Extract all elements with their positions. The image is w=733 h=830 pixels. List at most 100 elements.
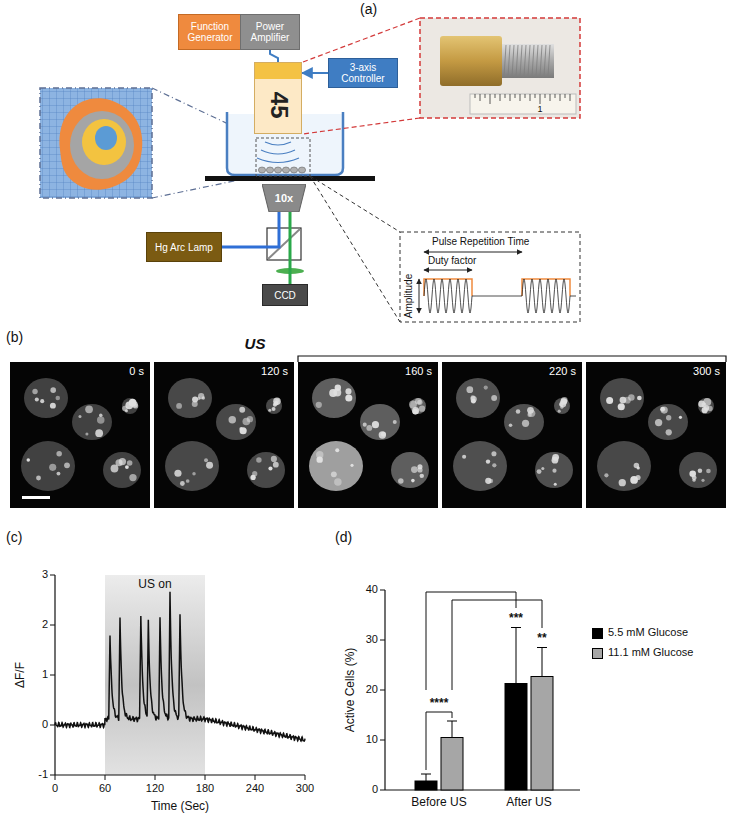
axis-tick [380,640,385,641]
error-cap [421,774,431,775]
fluorescent-spot [372,421,379,428]
axis-tick [380,590,385,591]
islet-cell [360,404,400,440]
culture-dish [261,150,295,154]
error-bar [426,774,427,781]
thread-line [520,45,522,77]
contour-zoom [70,111,134,179]
panel-label: (b) [6,330,23,344]
axis-title: ΔF/F [14,662,26,688]
fluorescent-spot [412,407,419,414]
stimulus-label: US [245,336,266,351]
fluorescent-spot [411,466,418,473]
error-cap [511,627,521,628]
significance-mark: **** [430,697,449,709]
tick-label: 30 [366,634,378,645]
trace-chart [50,575,305,780]
connector [222,212,279,247]
thread-line [548,45,550,77]
panel-label: (d) [335,530,352,544]
significance-mark: *** [509,612,523,624]
axis-tick [305,775,306,780]
fluorescent-spot [268,409,271,412]
tick-label: 0 [52,783,58,794]
fluorescent-spot [637,396,642,401]
fluorescent-spot [666,429,672,435]
fluorescent-spot [655,419,662,426]
fluorescent-spot [273,462,279,468]
legend-label: 5.5 mM Glucose [608,627,688,638]
fluorescent-spot [32,389,37,394]
fluorescent-spot [419,405,425,411]
node-label: 45 [265,92,291,119]
islet-cell [679,452,717,488]
axis-tick [380,690,385,691]
micrograph-background [10,362,150,508]
islet-cell [309,441,363,491]
photo-leader-line [303,118,420,134]
legend-swatch [592,648,603,659]
fluorescent-spot [49,464,56,471]
axis-tick [55,775,56,780]
fluorescent-spot [186,479,190,483]
trace-chart [55,774,305,775]
stimulus-label: US on [138,578,171,590]
fluorescent-spot [275,399,279,403]
category-label: Before US [411,796,466,808]
thread-line [540,45,542,77]
transducer: 45 [254,62,302,134]
fluorescent-spot [268,466,272,470]
fluorescent-spot [411,479,415,483]
axis-title: Amplitude [404,274,414,318]
tick-label: 40 [366,584,378,595]
fluorescent-spot [698,468,703,473]
islet-cell [554,398,570,414]
axis-tick [380,790,385,791]
fluorescent-spot [56,451,62,457]
optical-path [267,228,301,260]
node-label: 3-axis Controller [333,62,393,84]
pulse-inset [424,252,522,253]
fluorescence-trace [55,592,305,741]
fluorescent-spot [122,406,128,412]
fluorescent-spot [558,410,561,413]
fluorescent-spot [27,458,30,461]
micrograph-panel [442,362,582,508]
islet-cell [597,441,651,491]
fluorescent-spot [50,403,56,409]
pulse-inset [400,232,580,322]
fluorescent-spot [85,432,88,435]
time-stamp: 160 s [405,366,432,377]
fluorescent-spot [174,470,181,477]
fluorescent-spot [393,420,397,424]
objective-shape [262,184,306,212]
ruler-tick [550,94,551,101]
inset-leader-line [310,176,400,322]
cell [290,167,297,173]
bar-chart [452,600,542,690]
fluorescent-spot [78,415,81,418]
tick-label: 2 [42,619,48,630]
fluorescent-spot [492,463,496,467]
islet-cell [312,378,356,418]
ruler-tick [500,94,501,101]
fluorescent-spot [420,474,424,478]
fluorescent-spot [176,403,182,409]
fluorescent-spot [606,397,613,404]
axis-title: Time (Sec) [151,800,209,812]
fluorescent-spot [417,400,422,405]
axis-tick [380,740,385,741]
fluorescent-spot [554,483,557,486]
micrograph-background [298,362,438,508]
fluorescent-spot [35,397,39,401]
pulse-waveform [424,279,576,313]
fluorescent-spot [509,423,513,427]
lamp-box: Hg Arc Lamp [146,232,222,262]
islet-cell [21,441,75,491]
ruler-tick [540,94,541,104]
micrograph-background [586,362,726,508]
data-bar [441,738,463,791]
ruler-tick [565,94,566,98]
fluorescent-spot [413,409,419,415]
